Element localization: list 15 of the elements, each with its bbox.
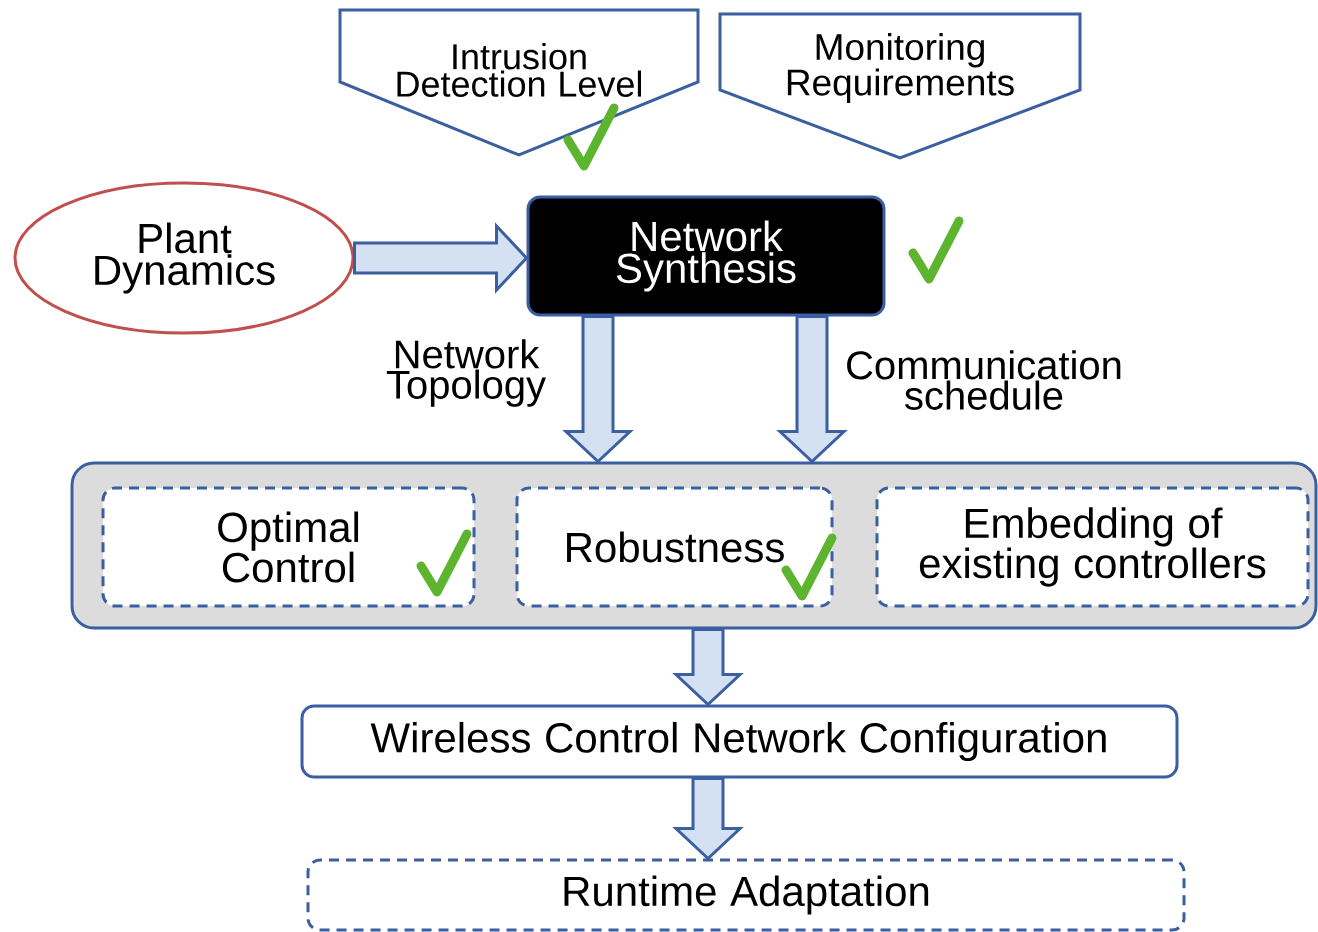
block-arrow (672, 777, 744, 861)
edge-label: Communication schedule (832, 348, 1136, 412)
block-arrow (562, 315, 634, 464)
block-arrow (776, 315, 848, 464)
block-arrow (353, 222, 529, 294)
block-arrow (672, 628, 744, 707)
process-box: Optimal Control (101, 486, 476, 608)
process-box: Robustness (515, 486, 834, 608)
process-box: Runtime Adaptation (306, 858, 1186, 932)
process-box: Wireless Control Network Configuration (300, 704, 1179, 779)
pentagon-box: Intrusion Detection Level (338, 8, 700, 157)
process-box: Network Synthesis (526, 195, 886, 317)
edge-label: Network Topology (364, 337, 568, 409)
process-box: Embedding of existing controllers (875, 486, 1310, 608)
pentagon-box: Monitoring Requirements (718, 12, 1082, 160)
